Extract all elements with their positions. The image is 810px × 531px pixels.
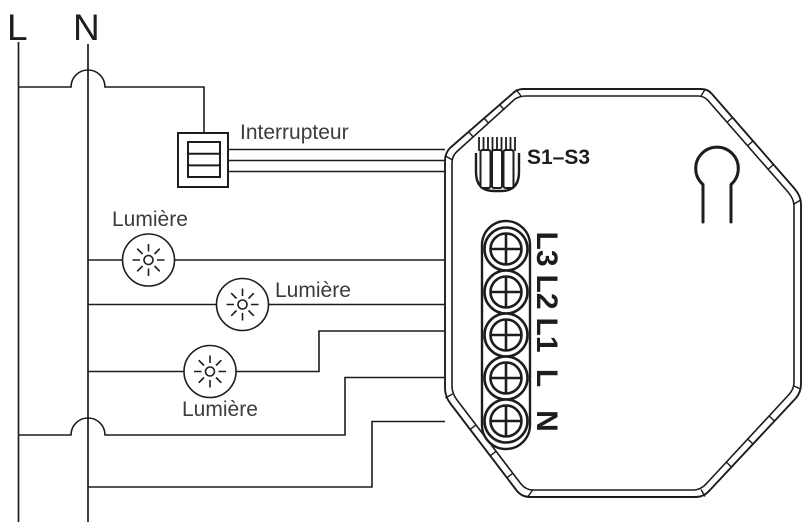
terminal-l1 bbox=[483, 312, 529, 358]
neutral-label: N bbox=[73, 7, 100, 48]
terminal-n bbox=[483, 398, 529, 444]
terminal-label-l2: L2 bbox=[530, 274, 563, 309]
module-edge-joints bbox=[445, 89, 801, 497]
terminal-label-n: N bbox=[530, 410, 563, 432]
light-symbol-3 bbox=[183, 344, 237, 399]
wire-light3-to-module bbox=[88, 330, 445, 373]
module-outline-outer bbox=[444, 88, 802, 498]
terminal-label-l1: L1 bbox=[530, 317, 563, 352]
light-symbol-2 bbox=[215, 277, 270, 332]
terminal-l3 bbox=[483, 226, 529, 272]
terminal-label-l: L bbox=[530, 369, 563, 387]
terminal-l bbox=[483, 355, 529, 401]
live-label: L bbox=[7, 7, 28, 48]
keyhole-icon bbox=[694, 145, 740, 224]
connector-label: S1–S3 bbox=[527, 146, 590, 169]
light-label-2: Lumière bbox=[275, 279, 351, 302]
wire-live-to-switch bbox=[18, 69, 205, 133]
wires-switch-to-module bbox=[228, 148, 445, 173]
terminal-l2 bbox=[483, 269, 529, 315]
light-label-1: Lumière bbox=[112, 208, 188, 231]
wire-neutral-to-module bbox=[88, 420, 445, 488]
terminal-label-l3: L3 bbox=[530, 231, 563, 266]
switch-symbol bbox=[177, 132, 229, 188]
terminal-block bbox=[480, 219, 532, 451]
module-outline-inner bbox=[451, 95, 795, 491]
light-symbol-1 bbox=[121, 233, 176, 287]
switch-label: Interrupteur bbox=[240, 121, 349, 144]
module-chamfer-notches bbox=[468, 104, 775, 479]
wire-live-to-module bbox=[18, 376, 445, 436]
light-label-3: Lumière bbox=[182, 398, 258, 421]
s1-s3-connector-icon bbox=[474, 137, 521, 193]
